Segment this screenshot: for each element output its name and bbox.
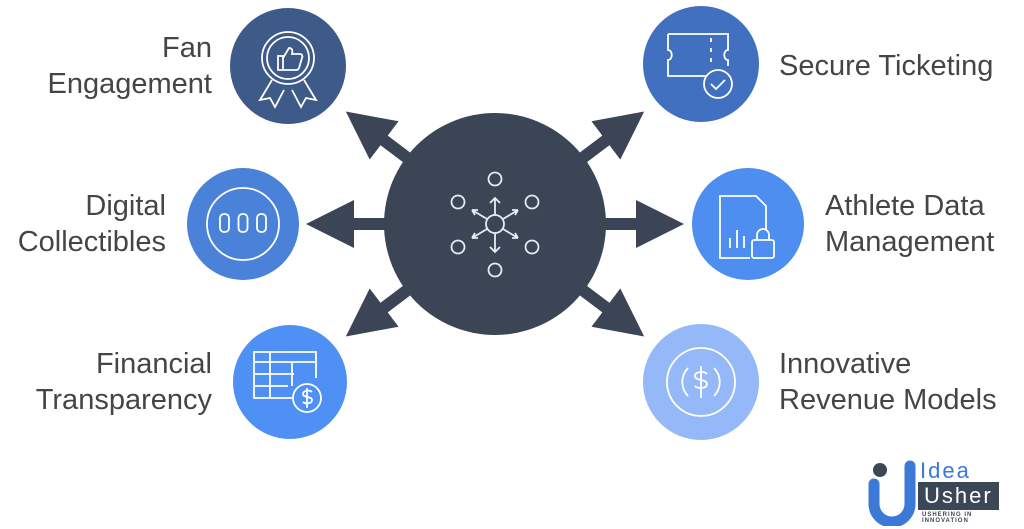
label-line: Financial <box>95 348 212 380</box>
label-line: Innovative <box>779 348 912 380</box>
logo-tagline: USHERING IN INNOVATION <box>922 512 973 524</box>
label-line: Digital <box>85 190 166 222</box>
financial-transparency-circle <box>233 325 347 439</box>
label-line: Revenue Models <box>779 384 997 416</box>
fan-engagement-circle <box>230 8 346 124</box>
center-hub <box>384 113 606 335</box>
label-line: Fan <box>162 32 212 64</box>
label-secure-ticketing: Secure Ticketing <box>779 48 993 84</box>
idea-usher-logo: Idea Usher USHERING IN INNOVATION <box>868 458 1018 526</box>
label-line: Athlete Data <box>825 190 985 222</box>
label-line: Collectibles <box>17 226 166 258</box>
label-line: Management <box>825 226 995 258</box>
logo-mark-icon <box>868 460 916 526</box>
tokens-icon <box>206 187 280 261</box>
distribution-network-icon <box>450 171 540 278</box>
label-line: Transparency <box>35 384 212 416</box>
athlete-data-circle <box>692 168 804 280</box>
label-line: Engagement <box>47 68 212 100</box>
digital-collectibles-circle <box>187 168 299 280</box>
thumbs-up-badge-icon <box>258 31 318 109</box>
ledger-dollar-icon <box>253 351 322 413</box>
logo-text-usher: Usher <box>918 482 999 510</box>
secure-data-file-icon <box>719 195 775 259</box>
dollar-cycle-icon <box>666 347 736 417</box>
ticket-check-icon <box>667 33 733 99</box>
logo-text-idea: Idea <box>920 458 971 483</box>
label-line: Secure Ticketing <box>779 50 994 82</box>
secure-ticketing-circle <box>643 6 759 122</box>
